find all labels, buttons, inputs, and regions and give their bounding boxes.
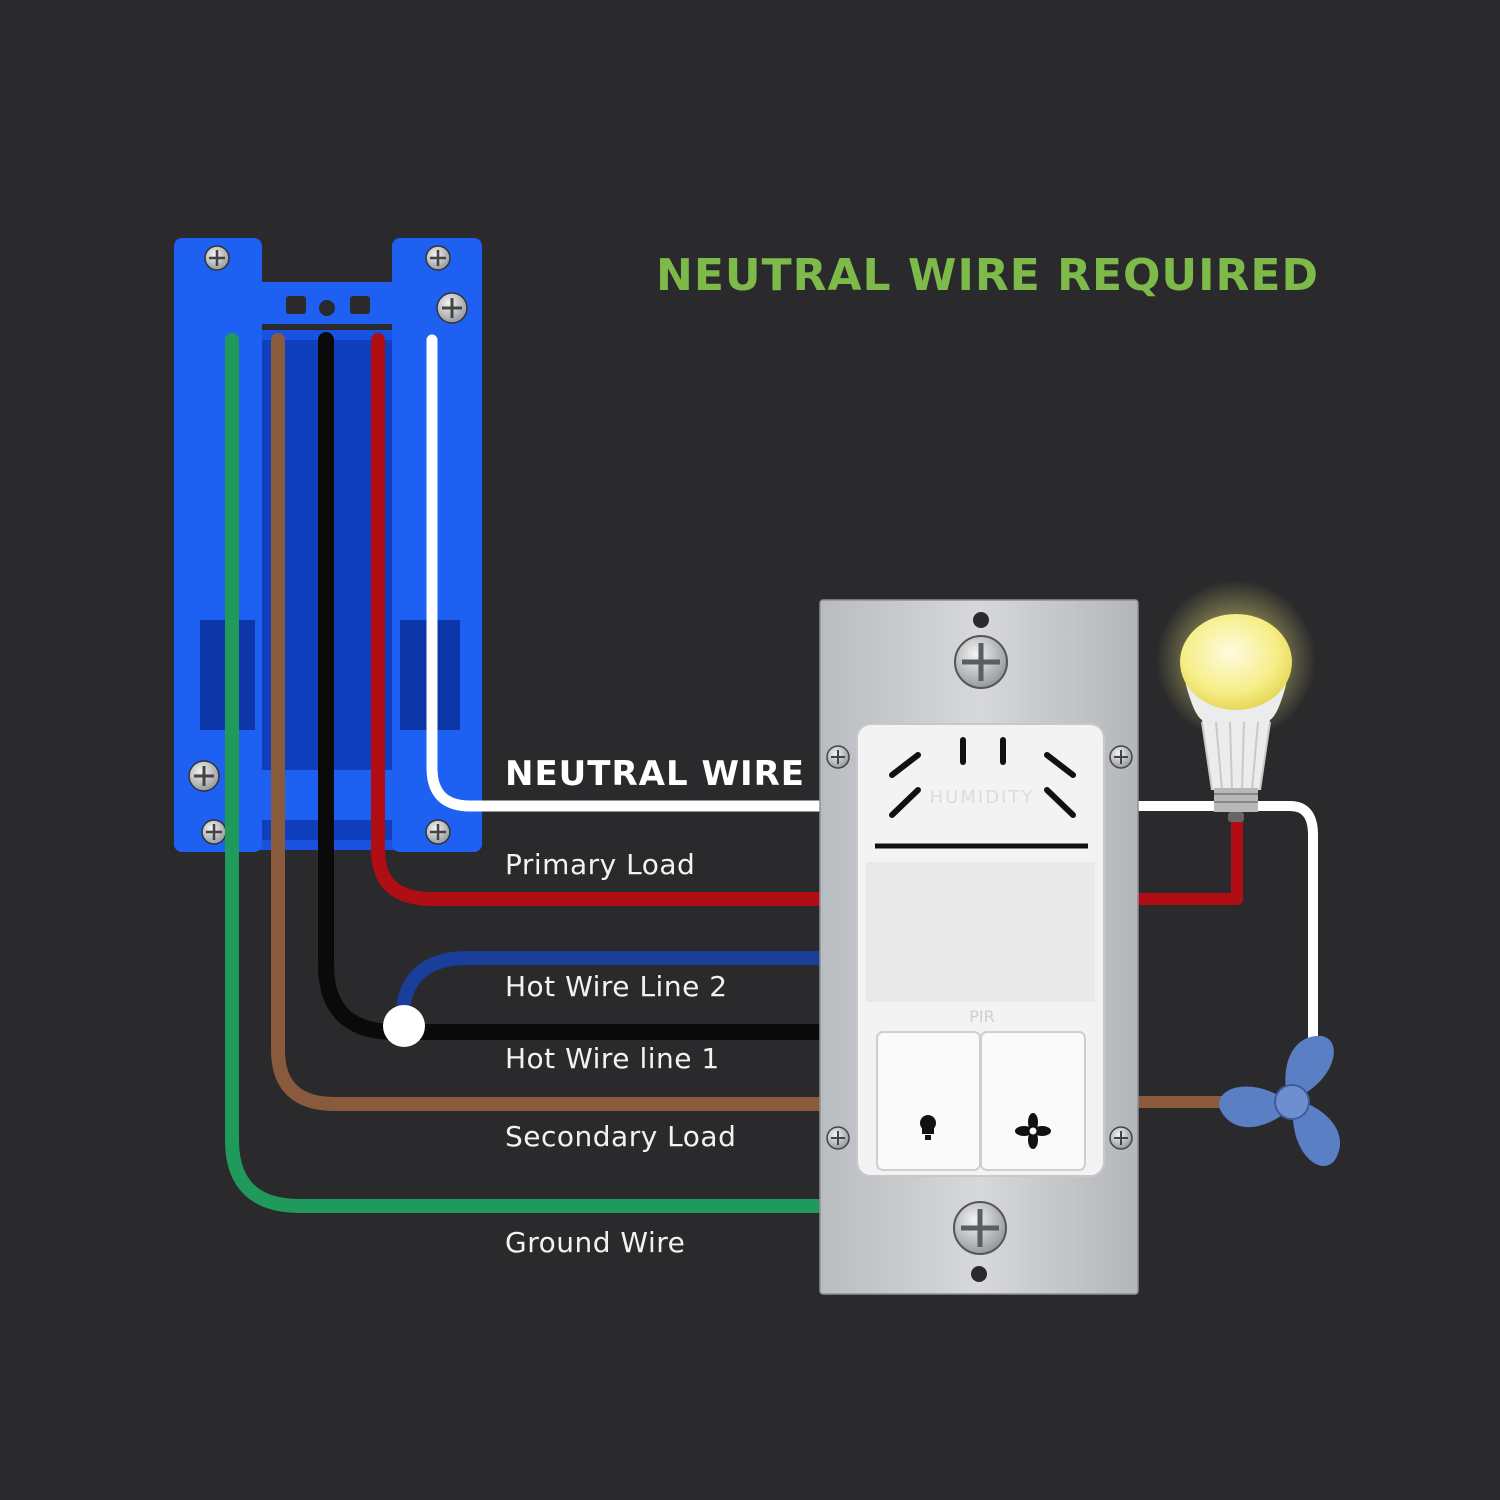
device-screw bbox=[1109, 745, 1133, 769]
secondary-load-label: Secondary Load bbox=[505, 1120, 737, 1153]
device-screw bbox=[1109, 1126, 1133, 1150]
primary-load-return-wire bbox=[1132, 816, 1243, 905]
hot-wire-line-2-label: Hot Wire Line 2 bbox=[505, 970, 728, 1003]
primary-load-label: Primary Load bbox=[505, 848, 696, 881]
box-slot bbox=[286, 296, 306, 314]
fan-icon bbox=[1218, 1035, 1341, 1166]
ground-wire bbox=[225, 333, 829, 1213]
box-screw bbox=[425, 819, 451, 845]
box-screw bbox=[204, 245, 230, 271]
lightbulb-icon bbox=[920, 1115, 936, 1140]
neutral-wire-label: NEUTRAL WIRE bbox=[505, 754, 806, 794]
plate-screw bbox=[954, 635, 1008, 689]
secondary-load-wire bbox=[271, 333, 829, 1111]
light-button[interactable] bbox=[876, 1031, 981, 1171]
hot-wire-line-1-label: Hot Wire line 1 bbox=[505, 1042, 720, 1075]
box-hole bbox=[319, 300, 335, 316]
ground-wire-label: Ground Wire bbox=[505, 1226, 686, 1259]
pir-label: PIR bbox=[969, 1007, 994, 1026]
lightbulb-icon bbox=[1156, 580, 1316, 822]
fan-button[interactable] bbox=[980, 1031, 1086, 1171]
fan-icon bbox=[1015, 1113, 1051, 1149]
primary-load-wire bbox=[371, 333, 829, 906]
humidity-vent-icon bbox=[889, 737, 1076, 818]
switch-plate: HUMIDITY PIR bbox=[819, 599, 1139, 1295]
box-left-flange bbox=[174, 238, 262, 852]
plate-screw bbox=[953, 1201, 1007, 1255]
box-screw bbox=[188, 760, 220, 792]
device-screw bbox=[826, 745, 850, 769]
box-screw bbox=[201, 819, 227, 845]
humidity-label: HUMIDITY bbox=[930, 787, 1035, 808]
plate-hole bbox=[971, 1266, 987, 1282]
box-screw bbox=[425, 245, 451, 271]
box-screw bbox=[436, 292, 468, 324]
device-screw bbox=[826, 1126, 850, 1150]
wire-junction bbox=[383, 1005, 425, 1047]
plate-hole bbox=[973, 612, 989, 628]
pir-lens bbox=[866, 862, 1095, 1002]
page-title: NEUTRAL WIRE REQUIRED bbox=[656, 250, 1319, 301]
neutral-return-wire bbox=[1133, 801, 1318, 1055]
neutral-wire bbox=[426, 334, 828, 812]
box-slot bbox=[350, 296, 370, 314]
